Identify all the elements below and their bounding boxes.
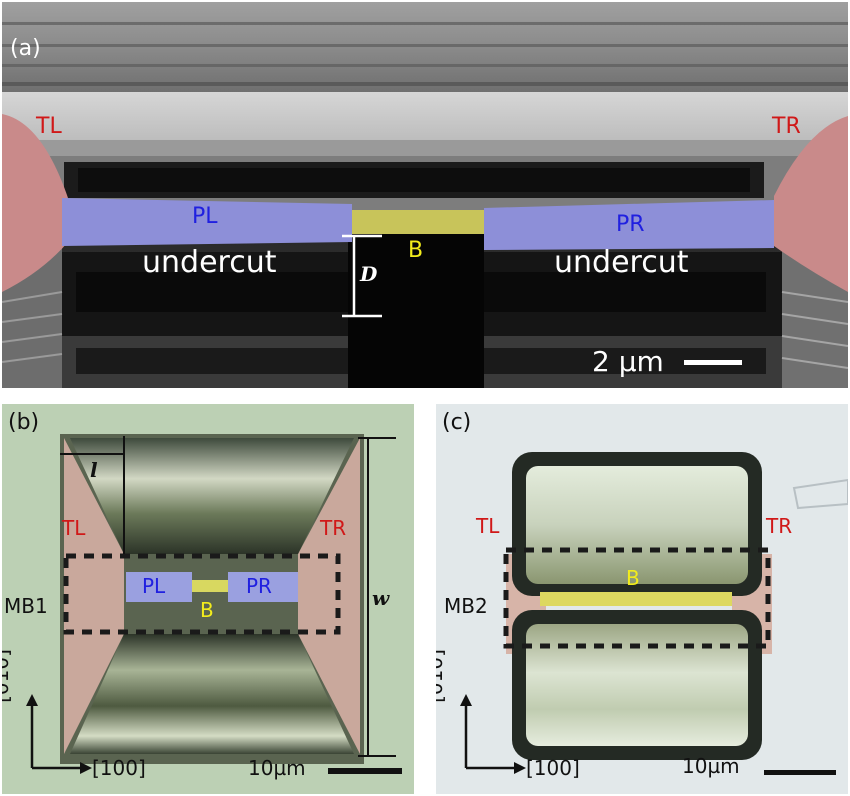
tl-pad-b — [64, 438, 124, 754]
axis-x-label-b: [100] — [92, 756, 146, 780]
mb1-dashed-box — [63, 553, 341, 635]
label-pr-a: PR — [616, 212, 645, 237]
axis-x-label-c: [100] — [526, 756, 580, 780]
panel-c-letter: (c) — [442, 410, 472, 435]
axis-y-label-b: [010] — [2, 649, 13, 703]
label-w: w — [372, 586, 390, 610]
axis-y-label-c: [010] — [436, 649, 447, 703]
mb2-micrograph — [436, 404, 848, 794]
scale-bar-b — [328, 768, 402, 774]
tr-pad-b — [298, 438, 360, 754]
mb2-dashed-box — [503, 547, 771, 649]
panel-a-sem-image: (a) TL TR PL PR B undercut undercut D 2 … — [2, 2, 848, 388]
label-pl-b: PL — [142, 574, 166, 598]
label-tl-b: TL — [62, 516, 86, 540]
label-tl-a: TL — [36, 114, 62, 139]
panel-b-letter: (b) — [8, 410, 40, 435]
scale-bar-c-label: 10µm — [682, 754, 740, 778]
scale-bar-a-label: 2 µm — [592, 345, 664, 378]
scale-bar-b-label: 10µm — [248, 756, 306, 780]
tl-pad-left — [2, 114, 68, 292]
panel-b-optical-image: (b) l w TL TR PL PR B MB1 [010] [100] 10… — [2, 404, 414, 794]
label-b-c: B — [626, 566, 640, 590]
tr-pad-right — [774, 116, 848, 292]
label-tr-c: TR — [766, 514, 793, 538]
label-tr-b: TR — [320, 516, 347, 540]
sem-micrograph — [2, 2, 848, 388]
label-tr-a: TR — [772, 114, 801, 139]
label-d: D — [360, 262, 378, 286]
pr-arm-b — [228, 572, 298, 602]
label-pl-a: PL — [192, 204, 218, 229]
bridge-b — [352, 210, 484, 234]
label-b-a: B — [408, 238, 424, 263]
panel-c-optical-image: (c) TL TR B MB2 [010] [100] 10µm — [436, 404, 848, 794]
label-pr-b: PR — [246, 574, 272, 598]
pl-arm — [62, 198, 352, 246]
label-b-b: B — [200, 598, 214, 622]
mb1-micrograph — [2, 404, 414, 794]
scale-bar-c — [764, 770, 836, 775]
label-l: l — [90, 458, 98, 482]
label-undercut-right: undercut — [554, 245, 689, 280]
label-undercut-left: undercut — [142, 245, 277, 280]
bridge-b-c — [540, 592, 732, 606]
label-tl-c: TL — [476, 514, 500, 538]
label-mb1: MB1 — [4, 594, 48, 618]
panel-a-letter: (a) — [10, 36, 41, 61]
pr-arm — [484, 200, 774, 250]
scale-bar-a — [684, 360, 742, 365]
pl-arm-b — [126, 572, 192, 602]
label-mb2: MB2 — [444, 594, 488, 618]
bridge-b-b — [192, 580, 228, 592]
